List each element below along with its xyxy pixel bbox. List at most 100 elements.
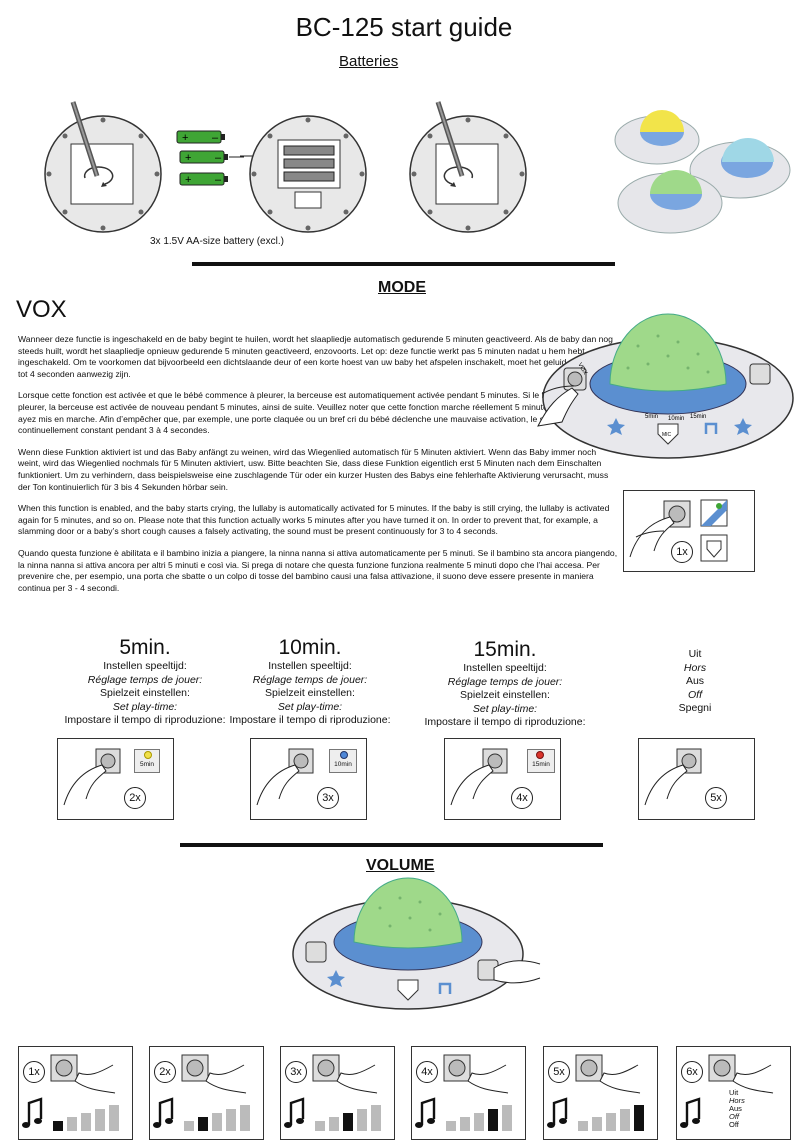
finger-press-illustration bbox=[256, 748, 314, 806]
volume-bar bbox=[240, 1105, 250, 1131]
svg-text:–: – bbox=[215, 152, 222, 164]
off-label-fr: Hors bbox=[683, 661, 707, 674]
volume-step-box: 4x bbox=[411, 1046, 526, 1140]
volume-step-illustration bbox=[415, 1054, 512, 1131]
volume-off-label: Off bbox=[729, 1112, 740, 1121]
volume-off-label: Hors bbox=[729, 1096, 745, 1105]
play-time-off: Uit Hors Aus Off Spegni bbox=[645, 648, 745, 716]
svg-text:+: + bbox=[185, 152, 191, 164]
volume-bar bbox=[184, 1121, 194, 1131]
page-title: BC-125 start guide bbox=[295, 12, 513, 42]
volume-bar bbox=[446, 1121, 456, 1131]
play-time-line-en: Set play-time: bbox=[277, 700, 343, 713]
play-time-5min-label: 5min. bbox=[119, 636, 171, 659]
play-time-line-de: Spielzeit einstellen: bbox=[100, 687, 190, 699]
volume-bar bbox=[502, 1105, 512, 1131]
volume-off-label: Uit bbox=[729, 1088, 739, 1097]
off-label-de: Aus bbox=[685, 675, 705, 687]
volume-bar-active bbox=[198, 1117, 208, 1131]
volume-bar bbox=[620, 1109, 630, 1131]
play-time-line-de: Spielzeit einstellen: bbox=[265, 687, 355, 699]
volume-off-label: Aus bbox=[729, 1104, 742, 1113]
volume-step-box: 1x bbox=[18, 1046, 133, 1140]
play-time-10min: 10min. Instellen speeltijd: Réglage temp… bbox=[220, 636, 400, 728]
led-red-icon bbox=[536, 751, 544, 759]
play-time-15min: 15min. Instellen speeltijd: Réglage temp… bbox=[410, 638, 600, 730]
play-time-10min-label: 10min. bbox=[278, 636, 342, 659]
svg-text:–: – bbox=[215, 174, 222, 186]
volume-step-illustration bbox=[680, 1054, 774, 1128]
device-label-10min: 10min bbox=[668, 416, 684, 422]
vox-paragraph-fr: Lorsque cette fonction est activée et qu… bbox=[18, 390, 614, 436]
volume-bar bbox=[329, 1117, 339, 1131]
volume-bar bbox=[67, 1117, 77, 1131]
volume-bar bbox=[460, 1117, 470, 1131]
volume-press-count: 4x bbox=[416, 1061, 438, 1083]
vox-indicator-icon bbox=[700, 499, 728, 527]
play-time-line-en: Set play-time: bbox=[112, 700, 178, 713]
play-time-10min-box: 10min 3x bbox=[250, 738, 367, 820]
batteries-illustration: +– +– +– bbox=[176, 130, 244, 186]
play-time-5min-press-count: 2x bbox=[124, 787, 146, 809]
volume-step-illustration bbox=[547, 1054, 644, 1131]
batteries-heading: Batteries bbox=[339, 53, 399, 70]
volume-step-box: 3x bbox=[280, 1046, 395, 1140]
play-time-line-it: Impostare il tempo di riproduzione: bbox=[424, 716, 586, 728]
play-time-line-en: Set play-time: bbox=[472, 702, 538, 715]
volume-bar bbox=[315, 1121, 325, 1131]
volume-bar-active bbox=[488, 1109, 498, 1131]
divider-rule bbox=[180, 843, 603, 847]
finger-press-illustration bbox=[63, 748, 121, 806]
volume-bar bbox=[226, 1109, 236, 1131]
play-time-line-nl: Instellen speeltijd: bbox=[463, 662, 547, 674]
volume-bar bbox=[81, 1113, 91, 1131]
play-time-off-press-count: 5x bbox=[705, 787, 727, 809]
battery-step-3-illustration bbox=[409, 101, 527, 233]
finger-press-illustration bbox=[450, 748, 508, 806]
device-label-mic: MIC bbox=[662, 432, 672, 438]
led-blue-icon bbox=[340, 751, 348, 759]
volume-press-count: 3x bbox=[285, 1061, 307, 1083]
battery-caption: 3x 1.5V AA-size battery (excl.) bbox=[150, 236, 284, 247]
volume-off-label: Off bbox=[729, 1120, 739, 1129]
volume-step-illustration bbox=[22, 1054, 119, 1131]
volume-bar-active bbox=[634, 1105, 644, 1131]
volume-step-illustration bbox=[153, 1054, 250, 1131]
svg-text:–: – bbox=[212, 132, 219, 144]
volume-bar bbox=[606, 1113, 616, 1131]
play-time-line-nl: Instellen speeltijd: bbox=[103, 660, 187, 672]
divider-rule bbox=[192, 262, 615, 266]
volume-bar bbox=[474, 1113, 484, 1131]
vox-instruction-box: 1x bbox=[623, 490, 755, 572]
volume-bar bbox=[371, 1105, 381, 1131]
off-label-nl: Uit bbox=[688, 648, 702, 660]
volume-step-box: 5x bbox=[543, 1046, 658, 1140]
play-time-5min: 5min. Instellen speeltijd: Réglage temps… bbox=[55, 636, 235, 728]
device-label-5min: 5min bbox=[645, 414, 658, 420]
device-volume-illustration bbox=[292, 877, 541, 1010]
volume-bar bbox=[212, 1113, 222, 1131]
volume-bar bbox=[357, 1109, 367, 1131]
mic-indicator-icon bbox=[700, 534, 728, 562]
battery-step-2-illustration bbox=[240, 115, 367, 233]
play-time-line-nl: Instellen speeltijd: bbox=[268, 660, 352, 672]
volume-step-box: 2x bbox=[149, 1046, 264, 1140]
play-time-15min-box: 15min 4x bbox=[444, 738, 561, 820]
play-time-line-fr: Réglage temps de jouer: bbox=[87, 673, 203, 686]
play-time-15min-label: 15min. bbox=[473, 638, 537, 661]
device-label-15min: 15min bbox=[690, 414, 706, 420]
device-label-vox: VOX bbox=[576, 362, 588, 376]
play-time-line-fr: Réglage temps de jouer: bbox=[447, 675, 563, 688]
vox-paragraph-de: Wenn diese Funktion aktiviert ist und da… bbox=[18, 446, 609, 492]
svg-text:+: + bbox=[182, 132, 188, 144]
mode-heading: MODE bbox=[378, 279, 426, 296]
play-time-line-it: Impostare il tempo di riproduzione: bbox=[229, 714, 391, 726]
volume-press-count: 1x bbox=[23, 1061, 45, 1083]
play-time-line-it: Impostare il tempo di riproduzione: bbox=[64, 714, 226, 726]
volume-press-count: 6x bbox=[681, 1061, 703, 1083]
battery-step-1-illustration bbox=[44, 101, 162, 233]
volume-bar bbox=[592, 1117, 602, 1131]
led-yellow-icon bbox=[144, 751, 152, 759]
volume-bar bbox=[95, 1109, 105, 1131]
